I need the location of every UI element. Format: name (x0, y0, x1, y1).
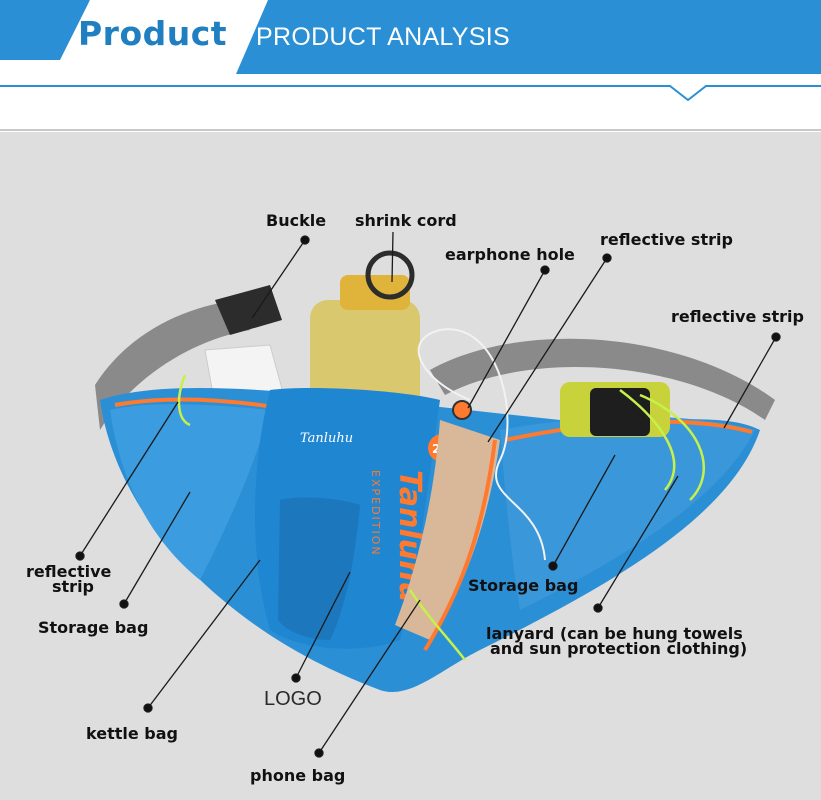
mesh-pocket (278, 497, 360, 640)
leader-earphone-hole (467, 269, 546, 409)
leader-kettle (147, 559, 261, 709)
label-storage-bag-left: Storage bag (38, 618, 149, 637)
label-reflective-left-line1: reflective (26, 562, 112, 581)
dot-phone (314, 748, 324, 758)
right-pocket-label (590, 388, 650, 436)
earphone-cable (417, 328, 546, 561)
waist-strap-left (95, 300, 250, 430)
leader-storage-right (552, 454, 616, 567)
label-logo: LOGO (264, 688, 322, 710)
label-kettle-bag: kettle bag (86, 724, 178, 743)
dot-logo (291, 673, 301, 683)
leader-storage-left (123, 491, 191, 605)
reflective-trim-left (114, 397, 281, 410)
leader-logo (295, 571, 351, 679)
dot-kettle (143, 703, 153, 713)
page-title: Product (78, 14, 228, 53)
leader-shrink-cord (391, 231, 394, 283)
lime-cords (177, 374, 706, 661)
label-reflective-strip-left: reflective strip (26, 562, 112, 596)
dot-reflective-right (771, 332, 781, 342)
earphone-hole-shape (452, 400, 472, 420)
label-lanyard-line1: lanyard (can be hung towels (486, 624, 743, 643)
dot-storage-right (548, 561, 558, 571)
dot-storage-left (119, 599, 129, 609)
leader-lanyard (597, 475, 679, 609)
dot-earphone-hole (540, 265, 550, 275)
right-storage-pocket (500, 416, 755, 610)
leader-reflective-right (723, 336, 777, 429)
bottle-ring (365, 250, 415, 300)
label-reflective-left-line2: strip (52, 577, 94, 596)
dot-buckle (300, 235, 310, 245)
phone (395, 420, 500, 640)
label-lanyard: lanyard (can be hung towels and sun prot… (486, 624, 748, 658)
label-reflective-strip-top: reflective strip (600, 230, 733, 249)
label-reflective-strip-right: reflective strip (671, 307, 804, 326)
label-earphone-hole: earphone hole (445, 245, 575, 264)
label-storage-bag-right: Storage bag (468, 576, 579, 595)
label-shrink-cord: shrink cord (355, 211, 457, 230)
header-banner: Product PRODUCT ANALYSIS (0, 0, 821, 132)
header-graphics (0, 0, 821, 132)
leader-reflective-top (487, 257, 608, 443)
label-buckle: Buckle (266, 211, 327, 230)
waist-strap-right (430, 338, 775, 420)
dot-reflective-left (75, 551, 85, 561)
page-subtitle: PRODUCT ANALYSIS (256, 23, 510, 51)
dot-lanyard (593, 603, 603, 613)
dot-reflective-top (602, 253, 612, 263)
tagline-print: EXPEDITION (369, 470, 382, 557)
leader-buckle (251, 239, 306, 319)
brand-print-small: Tanluhu (300, 431, 353, 446)
label-phone-bag: phone bag (250, 766, 346, 785)
label-lanyard-line2: and sun protection clothing) (490, 639, 748, 658)
leader-phone (318, 599, 421, 754)
leader-reflective-left (79, 401, 179, 557)
